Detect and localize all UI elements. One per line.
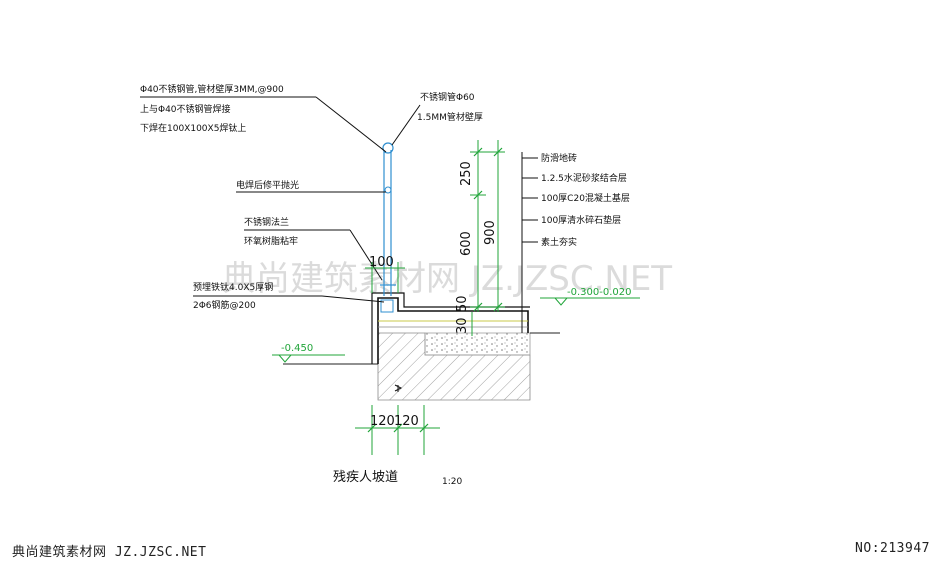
dim-curb-width: 100 <box>369 255 394 270</box>
layer-label: 100厚清水碎石垫层 <box>541 214 621 226</box>
callout-text: 2Φ6钢筋@200 <box>193 299 256 311</box>
dim-rail-upper: 250 <box>459 161 474 186</box>
base-dimensions <box>355 405 440 455</box>
dim-base-b: 120 <box>394 414 419 429</box>
dim-rail-lower: 600 <box>459 231 474 256</box>
footer-site-label: 典尚建筑素材网 JZ.JZSC.NET <box>12 545 207 560</box>
layer-leader <box>521 152 538 333</box>
curb-and-slab <box>371 292 530 392</box>
watermark-text: 典尚建筑素材网 JZ.JZSC.NET <box>222 259 672 299</box>
soil-section <box>283 332 560 401</box>
level-right-label: -0.300-0.020 <box>567 287 631 298</box>
callout-text: 不锈钢管Φ60 <box>420 91 475 103</box>
dim-slab-b: 50 <box>455 295 470 312</box>
handrail <box>380 142 396 296</box>
drawing-title: 残疾人坡道 <box>333 470 398 485</box>
callout-leaders <box>140 96 421 303</box>
vertical-dimensions <box>470 140 505 336</box>
layer-label: 1.2.5水泥砂浆结合层 <box>541 172 627 184</box>
curb-width-dimension <box>365 262 405 293</box>
drawing-scale: 1:20 <box>442 477 462 487</box>
level-marker-right <box>540 297 640 306</box>
callout-text: 上与Φ40不锈钢管焊接 <box>140 103 231 115</box>
callout-text: 不锈钢法兰 <box>244 216 289 228</box>
callout-text: 预埋铁钛4.0X5厚钢 <box>193 281 273 293</box>
callout-text: 下焊在100X100X5焊钛上 <box>140 122 246 134</box>
callout-text: 电焊后修平抛光 <box>236 179 299 191</box>
dim-rail-total: 900 <box>483 220 498 245</box>
dim-slab-a: 30 <box>455 317 470 334</box>
footer-id-label: NO:213947 <box>855 541 930 556</box>
layer-label: 防滑地砖 <box>541 152 577 164</box>
callout-text: 环氧树脂粘牢 <box>244 235 298 247</box>
dim-base-a: 120 <box>370 414 395 429</box>
callout-text: 1.5MM管材壁厚 <box>417 111 483 123</box>
layer-label: 素土夯实 <box>541 236 577 248</box>
level-left-label: -0.450 <box>281 343 313 354</box>
callout-text: Φ40不锈钢管,管材壁厚3MM,@900 <box>140 83 284 95</box>
layer-label: 100厚C20混凝土基层 <box>541 192 630 204</box>
level-marker-left <box>272 354 345 363</box>
